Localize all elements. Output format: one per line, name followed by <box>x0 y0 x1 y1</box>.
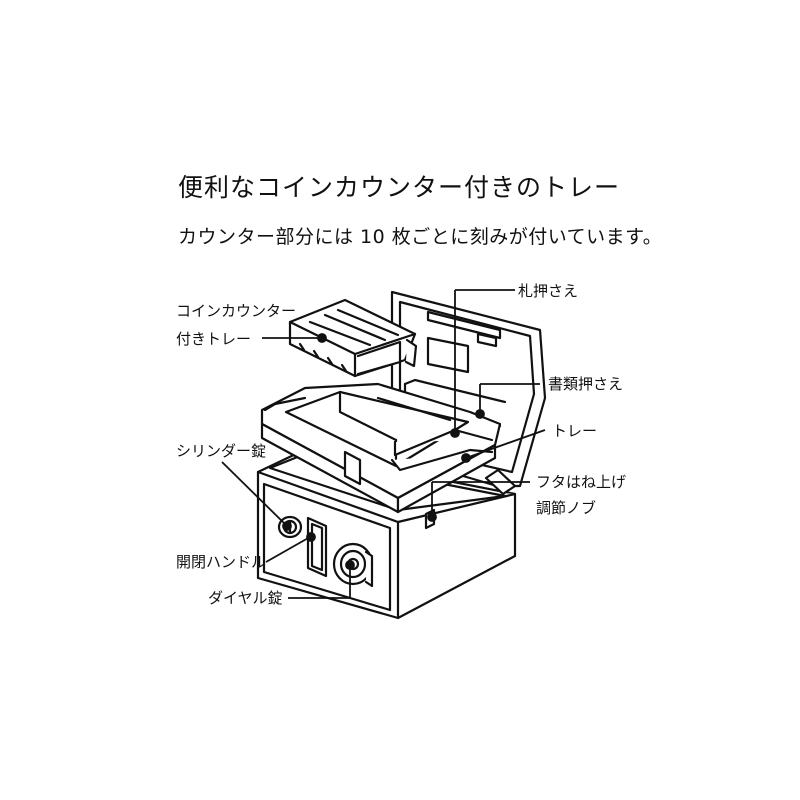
diagram-subtitle: カウンター部分には 10 枚ごとに刻みが付いています。 <box>178 226 663 248</box>
label-dial-lock: ダイヤル錠 <box>208 589 283 607</box>
label-lid-lift-1: フタはね上げ <box>536 473 627 491</box>
label-lid-lift-2: 調節ノブ <box>536 499 597 517</box>
label-cylinder-lock: シリンダー錠 <box>176 442 267 460</box>
label-tray: トレー <box>552 422 598 440</box>
diagram-title: 便利なコインカウンター付きのトレー <box>178 173 621 202</box>
label-open-handle: 開閉ハンドル <box>176 553 267 571</box>
label-document-holder: 書類押さえ <box>548 375 624 393</box>
tray-part <box>260 382 502 514</box>
label-coin-counter-tray-1: コインカウンター <box>176 302 297 320</box>
label-bill-holder: 札押さえ <box>518 282 579 300</box>
coin-counter-tray-part <box>288 298 418 378</box>
label-coin-counter-tray-2: 付きトレー <box>176 330 252 348</box>
open-handle-part <box>306 516 328 578</box>
